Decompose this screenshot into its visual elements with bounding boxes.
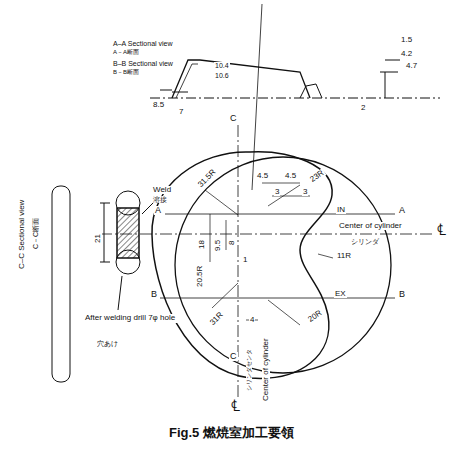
dimension-label: Center of cylinder [262,337,270,402]
dimension-label: 7 [178,108,184,116]
dimension-label: EX [334,290,347,298]
dimension-label: B－B断面 [112,69,140,75]
dimension-label: B [398,290,406,299]
dimension-label: C–C Sectional view [18,199,26,270]
dimension-label: 21 [94,233,102,244]
dimension-label: 31.5R [196,167,218,189]
dimension-label: 18 [198,239,206,250]
dimension-label: 4.7 [405,62,418,70]
dimension-label: A－A断面 [112,49,140,55]
dimension-label: 8 [228,240,236,246]
dimension-label: 1 [242,256,248,264]
dimension-label: A [154,206,162,215]
dimension-label: 2 [360,104,366,112]
dimension-label: 3 [274,188,280,196]
dimension-label: IN [336,206,346,214]
dimension-label: A [398,206,406,215]
dimension-label: 9.5 [214,239,222,252]
dimension-label: B [150,290,158,299]
dimension-label: Weld [152,186,172,194]
dimension-label: A–A Sectional view [112,40,174,47]
dimension-label: 23R [308,168,326,184]
dimension-label: 11R [336,252,352,260]
dimension-label: Center of cylinder [338,222,403,230]
dimension-label: 4.2 [400,50,413,58]
dimension-label: 10.4 [214,62,230,69]
dimension-label: 31R [208,310,225,327]
dimension-label: シリンダセンタ [246,348,252,392]
dimension-label: ℄ [230,398,241,414]
dimension-label: 8.5 [152,101,165,109]
dimension-label: C－C断面 [32,217,39,250]
dimension-label: C [229,114,238,123]
dimension-label: 溶接 [152,196,168,203]
figure-caption: Fig.5 燃焼室加工要領 [0,424,463,442]
dimension-label: ℄ [436,222,447,238]
dimension-label: 4 [249,316,255,324]
dimension-label: 1.5 [400,36,413,44]
dimension-label: 4.5 [284,172,297,180]
dimension-label: 4.5 [256,172,269,180]
dimension-label: 穴あけ [96,340,119,347]
dimension-label: 3 [302,188,308,196]
dimension-label: C [229,352,238,361]
dimension-label: 20.5R [196,265,204,288]
dimension-label: After welding drill 7φ hole [84,314,178,323]
dimension-label: シリンダ [350,238,380,245]
dimension-label: B–B Sectional view [112,60,174,67]
dimension-label: 20R [306,308,324,324]
dimension-label: 10.6 [214,72,230,79]
